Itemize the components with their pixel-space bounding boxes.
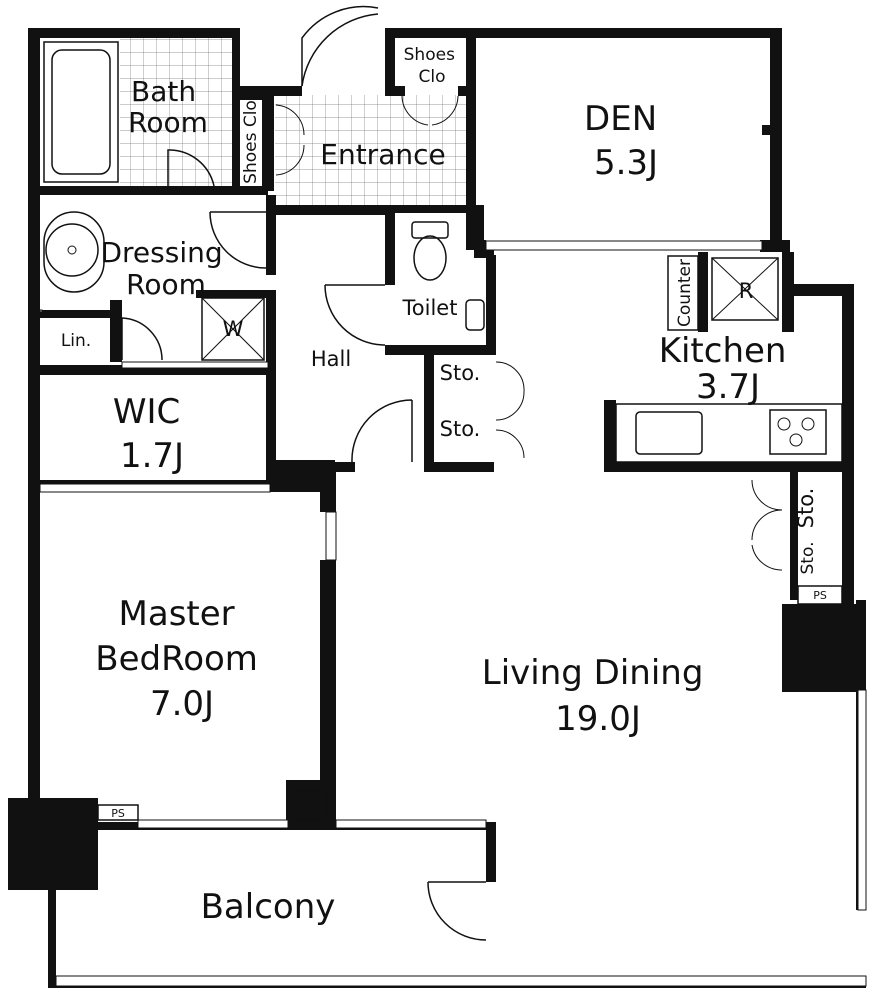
hall-label: Hall: [311, 347, 351, 371]
bath-label: Bath Room: [128, 75, 208, 139]
shoes-clo-left-label: Shoes Clo: [241, 100, 261, 184]
bath-tile-floor: [120, 38, 232, 186]
storage-1-label: Sto.: [440, 361, 481, 385]
fixtures: [43, 5, 843, 941]
ps-2-label: PS: [304, 799, 318, 812]
storage-2-label: Sto.: [440, 417, 481, 441]
ps-1-label: PS: [111, 807, 125, 820]
entrance-tile-floor: [275, 95, 470, 205]
balcony-label: Balcony: [201, 887, 336, 927]
living-dining-label: Living Dining 19.0J: [482, 653, 714, 739]
room-labels: Bath Room Shoes Clo Shoes Clo Entrance D…: [61, 45, 827, 927]
dressing-room-label: Dressing Room: [100, 236, 231, 301]
fridge-label: R: [739, 279, 754, 303]
storage-4-label: Sto.: [798, 542, 818, 575]
ps-3-label: PS: [813, 589, 827, 602]
counter-label: Counter: [675, 259, 695, 327]
washer-label: W: [223, 317, 244, 341]
toilet-label: Toilet: [402, 296, 458, 320]
kitchen-label: Kitchen 3.7J: [659, 331, 798, 407]
entrance-label: Entrance: [320, 138, 445, 171]
storage-3-label: Sto.: [794, 488, 818, 529]
walls: [8, 28, 866, 988]
windows: [39, 240, 867, 987]
linen-label: Lin.: [61, 331, 91, 351]
master-bedroom-label: Master BedRoom 7.0J: [95, 594, 268, 724]
den-label: DEN 5.3J: [584, 99, 668, 183]
shoes-clo-top-label: Shoes Clo: [404, 45, 461, 87]
wic-label: WIC 1.7J: [113, 392, 191, 476]
